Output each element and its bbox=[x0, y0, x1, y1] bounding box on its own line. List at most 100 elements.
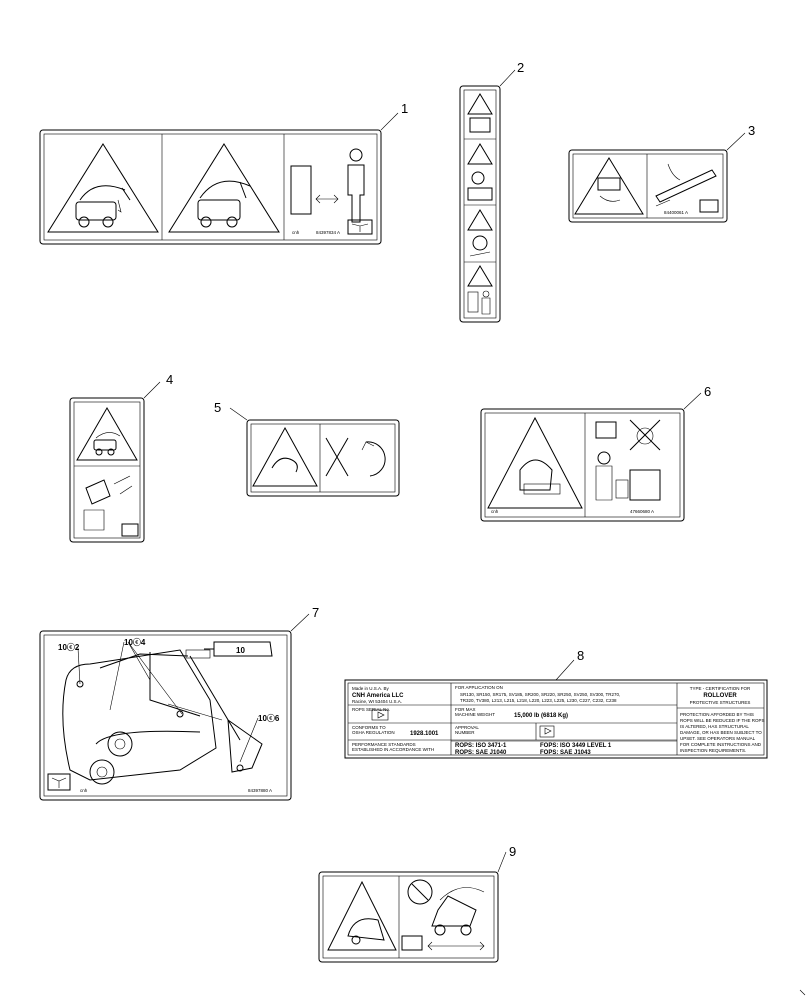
no-flame-icon bbox=[629, 419, 661, 451]
machine-clearance-icon bbox=[290, 165, 312, 215]
perf-label-2: ESTABLISHED IN ACCORDANCE WITH bbox=[352, 747, 434, 752]
double-arrow-icon bbox=[315, 194, 339, 204]
fops-sae: FOPS: SAE J1043 bbox=[540, 750, 591, 756]
person-icon bbox=[347, 148, 365, 223]
service-interval-tag-2: 10ⓒ4 bbox=[124, 637, 146, 647]
decal-6-brand: cnh bbox=[491, 509, 499, 514]
approval-box bbox=[539, 725, 555, 738]
rotating-part-icon bbox=[365, 441, 386, 477]
models-line-2: TR320, TV380, L213, L215, L218, L220, L2… bbox=[460, 698, 617, 703]
callout-6: 6 bbox=[704, 384, 711, 399]
grease-point-2 bbox=[176, 710, 184, 718]
decal-3-part-number: 84400061 A bbox=[664, 210, 688, 215]
decal-6: cnh 47660680 A 6 bbox=[480, 384, 711, 522]
service-interval-tag-4: 10ⓒ6 bbox=[258, 713, 280, 723]
hazard-pictogram-icon bbox=[471, 171, 485, 185]
models-line-1: SR130, SR150, SR175, SV185, SR200, SR220… bbox=[460, 692, 620, 697]
decal-4: 4 bbox=[69, 372, 173, 543]
callout-2: 2 bbox=[517, 60, 524, 75]
callout-1: 1 bbox=[401, 101, 408, 116]
warning-line-6: FOR COMPLETE INSTRUCTIONS AND bbox=[680, 742, 762, 747]
osha-value: 1928.1001 bbox=[410, 731, 439, 737]
callout-4: 4 bbox=[166, 372, 173, 387]
osha-label-1: CONFORMS TO bbox=[352, 725, 386, 730]
grease-gun-icon bbox=[204, 641, 273, 657]
loader-icon bbox=[93, 439, 117, 451]
warning-triangle-icon bbox=[467, 143, 493, 165]
battery-icon bbox=[629, 469, 661, 501]
rops-sae: ROPS: SAE J1040 bbox=[455, 750, 507, 756]
type-line-3: PROTECTIVE STRUCTURES bbox=[690, 700, 751, 705]
hand-crush-icon bbox=[85, 479, 111, 505]
manual-book-icon bbox=[469, 117, 491, 133]
callout-8: 8 bbox=[577, 648, 584, 663]
warning-triangle-icon bbox=[252, 426, 318, 487]
decal-1: cnh 84397834 A 1 bbox=[39, 101, 408, 245]
decal-8-rops-plate: Made in U.S.A. By CNH America LLC Racine… bbox=[344, 648, 768, 759]
loader-tipping-icon bbox=[75, 185, 131, 228]
maker-line-2: CNH America LLC bbox=[352, 693, 404, 699]
maker-line-1: Made in U.S.A. By bbox=[352, 686, 390, 691]
mass-label-2: MACHINE WEIGHT bbox=[455, 712, 495, 717]
warning-triangle-icon bbox=[327, 880, 397, 951]
mass-label-1: FOR MAX bbox=[455, 707, 476, 712]
prohibited-icon bbox=[325, 437, 349, 477]
lift-arm-support-icon bbox=[655, 169, 717, 203]
mass-value: 15,000 lb (6818 Kg) bbox=[514, 713, 568, 719]
decal-3: 84400061 A 3 bbox=[568, 123, 755, 223]
callout-9: 9 bbox=[509, 844, 516, 859]
type-line-1: TYPE - CERTIFICATION FOR bbox=[690, 686, 751, 691]
decal-1-part-number: 84397834 A bbox=[316, 230, 340, 235]
serial-label: ROPS SERIAL No. bbox=[352, 707, 390, 712]
decal-7-part-number: 84397880 A bbox=[248, 788, 272, 793]
rops-iso: ROPS: ISO 3471-1 bbox=[455, 743, 507, 749]
service-interval-tag-3: 10 bbox=[236, 646, 245, 655]
warning-line-2: ROPS WILL BE REDUCED IF THE ROPS bbox=[680, 718, 765, 723]
manual-book-icon bbox=[47, 773, 71, 791]
decal-7-brand: cnh bbox=[80, 788, 88, 793]
perf-label-1: PERFORMANCE STANDARDS bbox=[352, 742, 416, 747]
fops-iso: FOPS: ISO 3449 LEVEL 1 bbox=[540, 743, 612, 749]
falling-load-icon bbox=[597, 177, 621, 191]
hazard-pictogram-icon bbox=[472, 235, 488, 251]
serial-box bbox=[371, 709, 389, 721]
decal-1-brand: cnh bbox=[292, 230, 300, 235]
decal-9: 9 bbox=[318, 844, 516, 963]
service-interval-tag-1: 10ⓒ2 bbox=[58, 642, 80, 652]
double-arrow-icon bbox=[427, 941, 485, 951]
warning-line-4: DAMAGE, OR HAS BEEN SUBJECT TO bbox=[680, 730, 762, 735]
warning-triangle-icon bbox=[467, 209, 493, 231]
decal-2: 2 bbox=[459, 60, 524, 323]
application-header: FOR APPLICATION ON bbox=[455, 685, 503, 690]
loader-rollover-icon bbox=[347, 918, 385, 941]
callout-3: 3 bbox=[748, 123, 755, 138]
entanglement-icon bbox=[271, 457, 298, 473]
callout-7: 7 bbox=[312, 605, 319, 620]
warning-triangle-icon bbox=[47, 143, 159, 233]
loader-crush-icon bbox=[197, 180, 251, 228]
manual-book-icon bbox=[699, 199, 719, 213]
decal-7: 10ⓒ2 10ⓒ4 10 10ⓒ6 cnh 84397880 A 7 bbox=[39, 605, 319, 801]
battery-explosion-icon bbox=[519, 459, 553, 491]
decal-5: 5 bbox=[214, 400, 400, 497]
warning-triangle-icon bbox=[574, 157, 644, 215]
type-line-2: ROLLOVER bbox=[703, 693, 737, 699]
approval-label-2: NUMBER bbox=[455, 730, 475, 735]
skid-steer-loader-diagram bbox=[62, 649, 263, 785]
warning-line-5: UPSET. SEE OPERATORS MANUAL bbox=[680, 736, 756, 741]
loader-icon bbox=[431, 895, 477, 927]
grease-point-3 bbox=[236, 764, 244, 772]
warning-line-3: IS ALTERED, HAS STRUCTURAL bbox=[680, 724, 749, 729]
warning-line-1: PROTECTION AFFORDED BY THIS bbox=[680, 712, 754, 717]
approval-label-1: APPROVAL bbox=[455, 725, 479, 730]
warning-triangle-icon bbox=[467, 93, 493, 115]
decal-6-part-number: 47660680 A bbox=[630, 509, 654, 514]
warning-line-7: INSPECTION REQUIREMENTS. bbox=[680, 748, 746, 753]
warning-triangle-icon bbox=[168, 143, 280, 233]
manual-book-icon bbox=[595, 421, 617, 439]
osha-label-2: OSHA REGULATION bbox=[352, 730, 395, 735]
manual-book-icon bbox=[347, 219, 373, 235]
manual-book-icon bbox=[401, 935, 423, 951]
